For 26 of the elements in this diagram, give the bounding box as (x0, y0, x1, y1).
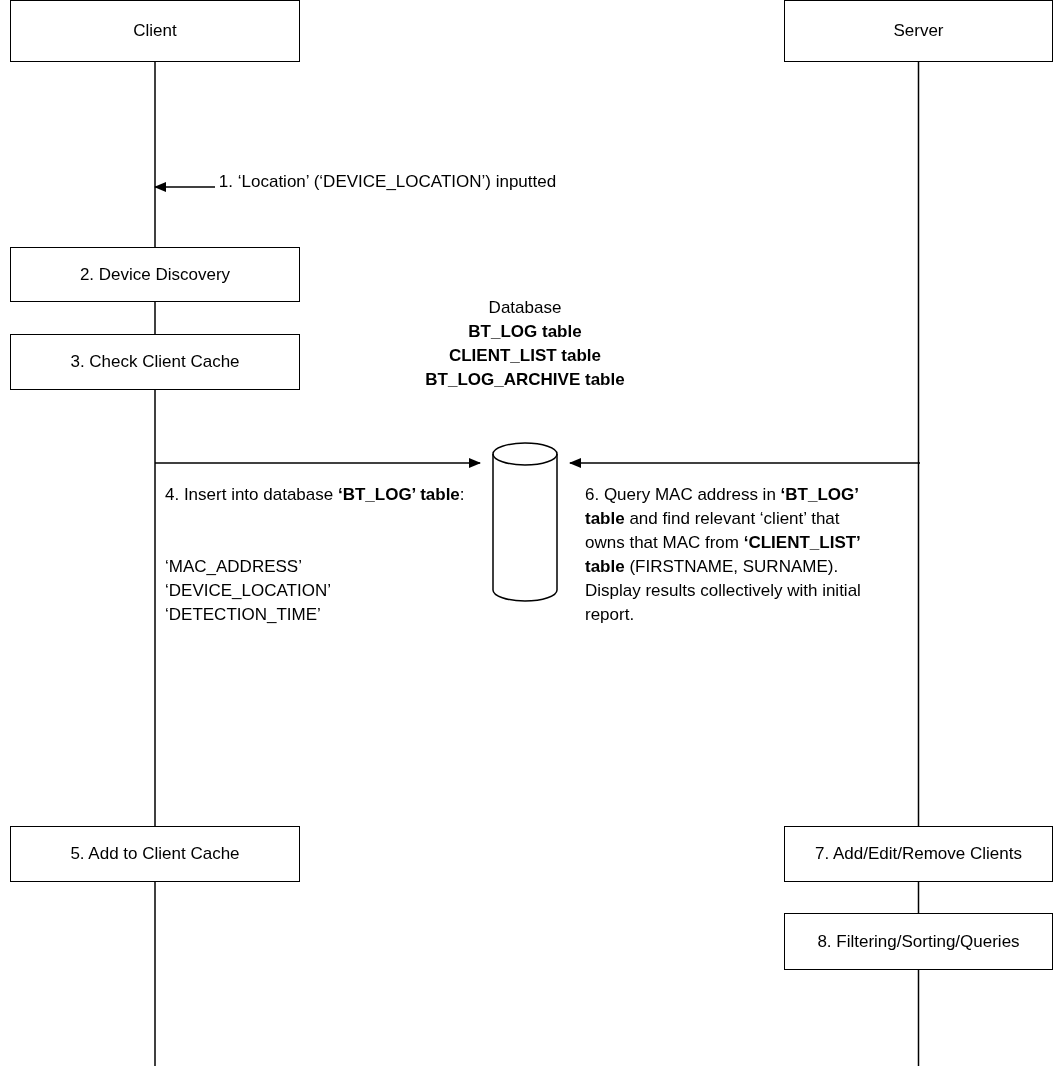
lifeline (154, 389, 156, 827)
arrow (154, 182, 216, 192)
process-box: 2. Device Discovery (10, 247, 300, 302)
lifeline (917, 969, 920, 1066)
step-text: 1. ‘Location’ (‘DEVICE_LOCATION’) inputted (215, 170, 560, 194)
field-name: ‘MAC_ADDRESS’ (165, 556, 303, 578)
field-name: ‘DETECTION_TIME’ (165, 604, 322, 626)
table-name: CLIENT_LIST table (448, 345, 602, 367)
process-box: 5. Add to Client Cache (10, 826, 300, 882)
arrow (154, 458, 481, 468)
database-title: Database (488, 297, 562, 319)
database-cylinder (492, 442, 558, 602)
table-name: BT_LOG table (468, 321, 582, 343)
process-box: Server (784, 0, 1053, 62)
process-box: 7. Add/Edit/Remove Clients (784, 826, 1053, 882)
process-box: Client (10, 0, 300, 62)
lifeline (154, 881, 156, 1066)
lifeline (154, 301, 156, 335)
table-name: BT_LOG_ARCHIVE table (425, 369, 625, 391)
lifeline (154, 61, 156, 248)
process-box: 8. Filtering/Sorting/Queries (784, 913, 1053, 970)
arrow (569, 458, 921, 468)
field-name: ‘DEVICE_LOCATION’ (165, 580, 331, 602)
lifeline (917, 881, 920, 914)
lifeline (917, 61, 920, 827)
process-box: 3. Check Client Cache (10, 334, 300, 390)
